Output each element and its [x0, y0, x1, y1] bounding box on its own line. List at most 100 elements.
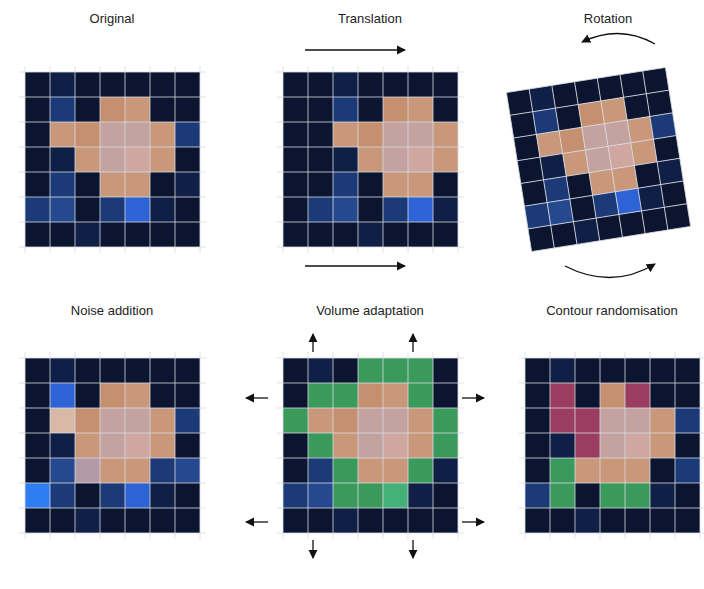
- pixel-cell: [675, 458, 700, 483]
- grid-line: [458, 66, 459, 253]
- grid-line: [100, 352, 101, 539]
- pixel-cell: [150, 433, 175, 458]
- pixel-cell: [600, 483, 625, 508]
- grid-line: [519, 433, 704, 434]
- pixel-cell: [308, 97, 333, 122]
- pixel-cell: [308, 408, 333, 433]
- grid-line: [277, 358, 464, 359]
- pixel-cell: [150, 458, 175, 483]
- grid-line: [125, 352, 126, 539]
- pixel-cell: [536, 131, 562, 157]
- pixel-cell: [283, 458, 308, 483]
- panel-title: Noise addition: [67, 302, 158, 320]
- pixel-cell: [308, 358, 333, 383]
- grid-line: [25, 66, 26, 253]
- pixel-cell: [175, 122, 200, 147]
- pixel-cell: [358, 408, 383, 433]
- pixel-cell: [175, 172, 200, 197]
- grid-line: [19, 122, 206, 123]
- pixel-cell: [125, 508, 150, 533]
- expand-arrow: [412, 334, 413, 352]
- panel-title: Rotation: [580, 10, 637, 28]
- pixel-cell: [625, 408, 650, 433]
- grid-line: [552, 85, 577, 244]
- pixel-cell: [358, 358, 383, 383]
- pixel-cell: [175, 97, 200, 122]
- grid-line: [358, 66, 359, 253]
- pixel-cell: [575, 78, 601, 104]
- pixel-cell: [308, 197, 333, 222]
- pixel-cell: [150, 197, 175, 222]
- pixel-cell: [634, 162, 660, 188]
- grid-line: [665, 67, 690, 226]
- pixel-cell: [175, 433, 200, 458]
- grid-line: [200, 352, 201, 539]
- grid-line: [283, 66, 284, 253]
- pixel-cell: [408, 433, 433, 458]
- pixel-cell: [25, 433, 50, 458]
- grid-line: [358, 352, 359, 539]
- grid-line: [277, 147, 464, 148]
- pixel-cell: [625, 358, 650, 383]
- pixel-cell: [600, 508, 625, 533]
- pixel-cell: [100, 72, 125, 97]
- pixel-cell: [125, 197, 150, 222]
- grid-line: [625, 352, 626, 539]
- pixel-cell: [75, 483, 100, 508]
- grid-line: [277, 408, 464, 409]
- grid-line: [19, 247, 206, 248]
- pixel-cell: [100, 408, 125, 433]
- pixel-cell: [308, 122, 333, 147]
- pixel-cell: [600, 458, 625, 483]
- pixel-cell: [358, 172, 383, 197]
- expand-arrow: [462, 521, 484, 522]
- pixel-cell: [50, 358, 75, 383]
- grid-line: [175, 66, 176, 253]
- grid-line: [277, 247, 464, 248]
- pixel-cell: [25, 72, 50, 97]
- pixel-cell: [333, 222, 358, 247]
- expand-arrow: [412, 540, 413, 558]
- pixel-cell: [308, 172, 333, 197]
- grid-line: [19, 483, 206, 484]
- grid-line: [506, 67, 665, 92]
- pixel-cell: [175, 383, 200, 408]
- pixel-cell: [514, 134, 540, 160]
- pixel-cell: [559, 127, 585, 153]
- grid-line: [433, 66, 434, 253]
- pixel-cell: [383, 508, 408, 533]
- grid-line: [19, 383, 206, 384]
- pixel-cell: [675, 383, 700, 408]
- pixel-cell: [125, 172, 150, 197]
- pixel-cell: [533, 108, 559, 134]
- rotation-arrow: [565, 264, 655, 278]
- grid-line: [150, 352, 151, 539]
- pixel-cell: [125, 147, 150, 172]
- pixel-cell: [642, 207, 668, 233]
- pixel-grid: [19, 66, 206, 253]
- pixel-cell: [650, 113, 676, 139]
- pixel-cell: [433, 122, 458, 147]
- pixel-cell: [50, 172, 75, 197]
- pixel-cell: [25, 458, 50, 483]
- pixel-cell: [333, 483, 358, 508]
- grid-line: [643, 71, 668, 230]
- pixel-cell: [333, 72, 358, 97]
- pixel-cell: [75, 122, 100, 147]
- grid-line: [532, 226, 691, 251]
- grid-line: [277, 197, 464, 198]
- pixel-grid: [19, 352, 206, 539]
- pixel-cell: [333, 172, 358, 197]
- pixel-cell: [383, 483, 408, 508]
- pixel-cell: [333, 147, 358, 172]
- pixel-cell: [100, 358, 125, 383]
- pixel-cell: [100, 97, 125, 122]
- pixel-cell: [308, 72, 333, 97]
- pixel-cell: [631, 139, 657, 165]
- pixel-cell: [675, 408, 700, 433]
- pixel-cell: [175, 72, 200, 97]
- pixel-cell: [550, 408, 575, 433]
- grid-line: [675, 352, 676, 539]
- grid-line: [550, 352, 551, 539]
- pixel-cell: [150, 358, 175, 383]
